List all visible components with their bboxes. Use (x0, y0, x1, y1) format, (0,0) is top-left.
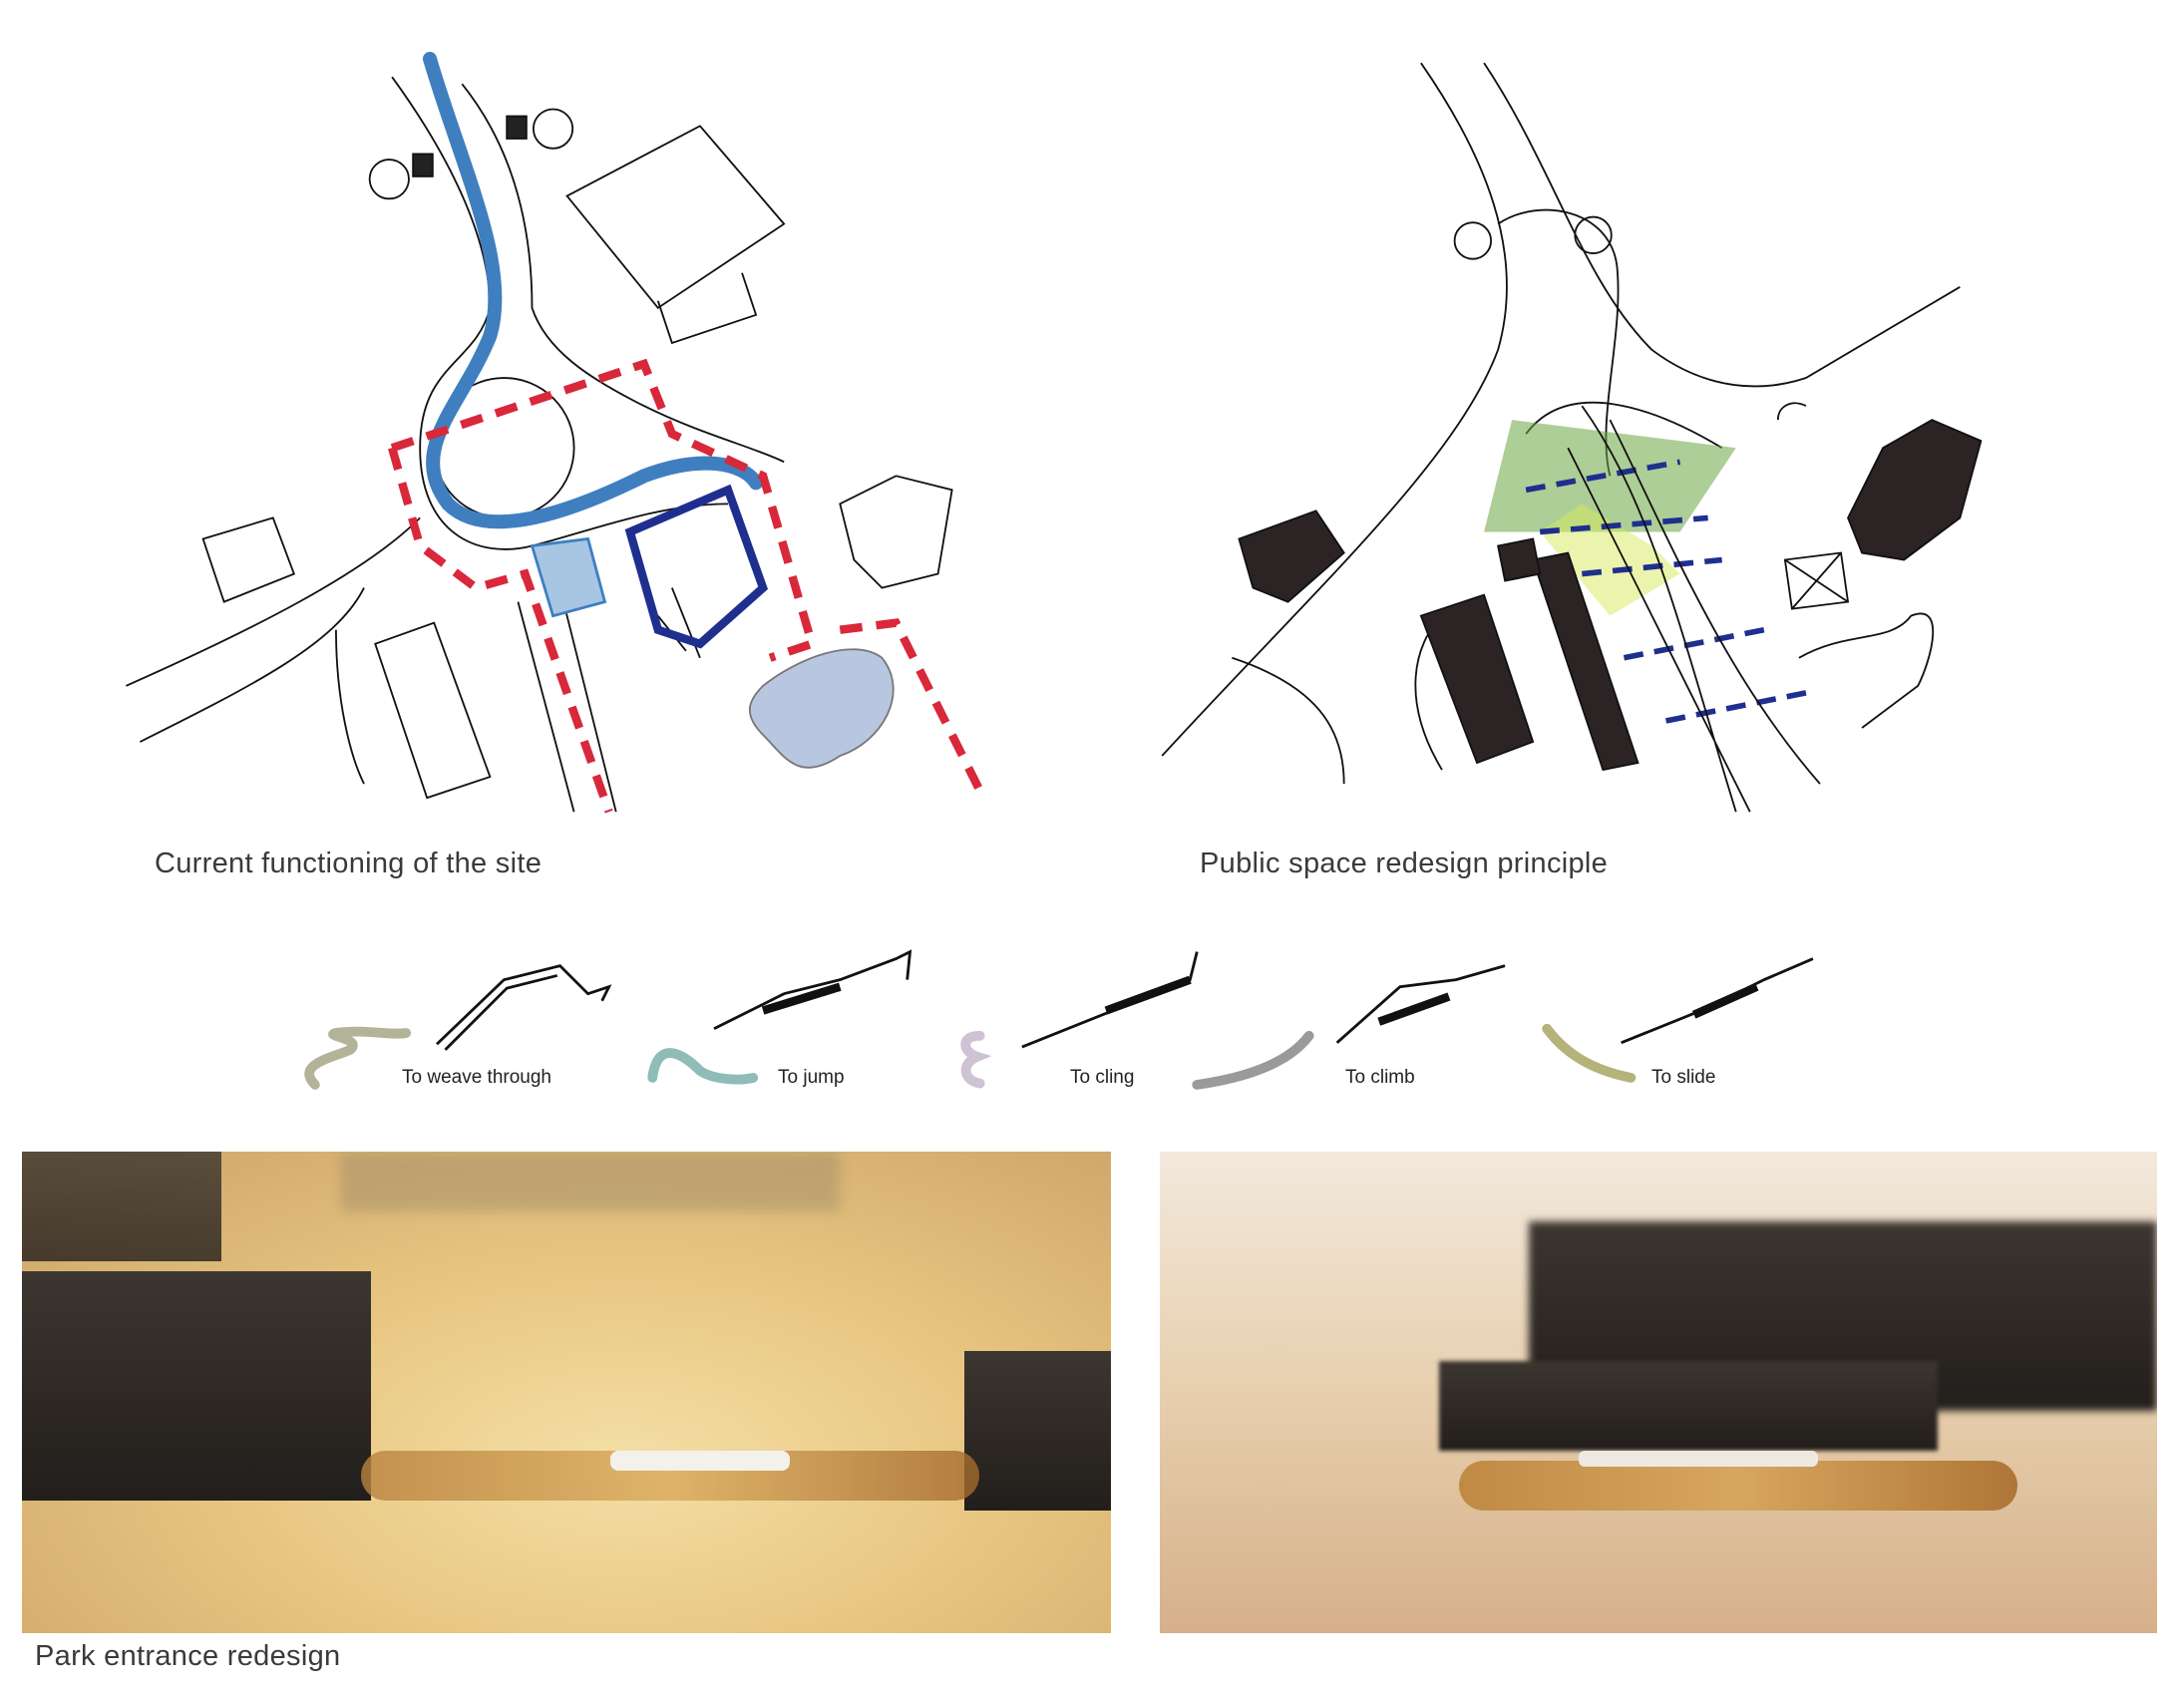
current-site-sketch (126, 51, 984, 814)
slide-arrow-icon (1546, 1027, 1636, 1087)
redesign-sketch (1161, 62, 1983, 813)
weave-squiggle-icon (299, 1022, 414, 1092)
movement-label: To cling (1070, 1067, 1135, 1088)
movement-label: To jump (778, 1067, 845, 1088)
movement-label: To climb (1345, 1067, 1415, 1088)
movement-label: To slide (1651, 1067, 1716, 1088)
model-photo-right (1160, 1152, 2157, 1633)
caption-redesign-principle: Public space redesign principle (1200, 848, 1609, 879)
movement-diagrams (304, 949, 1814, 1090)
movement-label: To weave through (402, 1067, 551, 1088)
climb-arrow-icon (1192, 1027, 1321, 1087)
jump-arc-icon (648, 1037, 758, 1097)
model-photo-left (22, 1152, 1111, 1633)
caption-park-entrance: Park entrance redesign (35, 1640, 341, 1672)
caption-current-site: Current functioning of the site (155, 848, 543, 879)
cling-coil-icon (952, 1027, 992, 1092)
